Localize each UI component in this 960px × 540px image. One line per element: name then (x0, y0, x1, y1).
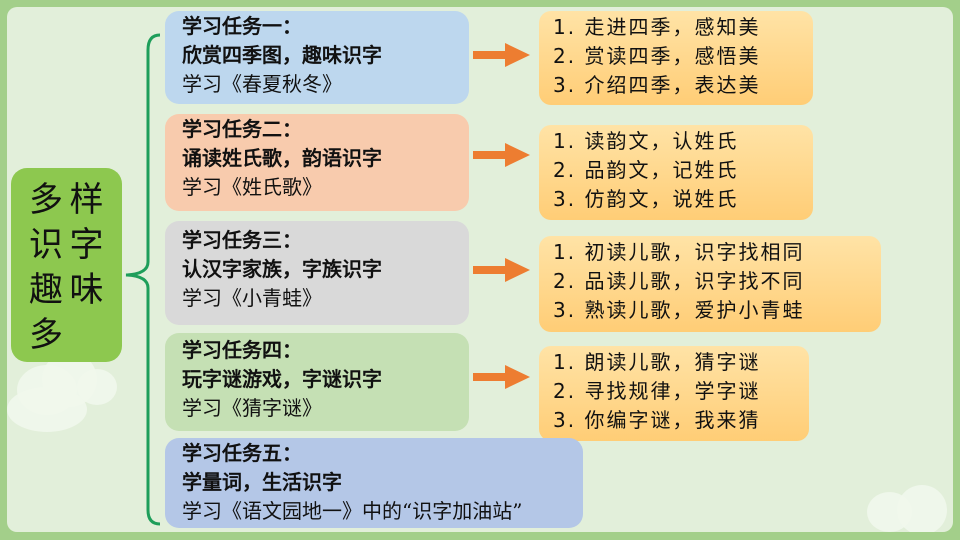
task-steps-2: 1. 读韵文，认姓氏 2. 品韵文，记姓氏 3. 仿韵文，说姓氏 (539, 125, 813, 220)
step-item: 3. 介绍四季，表达美 (553, 73, 761, 97)
task-steps-3: 1. 初读儿歌，识字找相同 2. 品读儿歌，识字找不同 3. 熟读儿歌，爱护小青… (539, 236, 881, 332)
step-item: 3. 熟读儿歌，爱护小青蛙 (553, 298, 805, 322)
step-item: 3. 你编字谜，我来猜 (553, 408, 761, 432)
task-subtitle: 玩字谜游戏，字谜识字 (182, 367, 382, 391)
step-item: 1. 朗读儿歌，猜字谜 (553, 350, 761, 374)
root-topic-box: 多 样 识 字 趣 味 多 (11, 168, 122, 362)
task-subtitle: 学量词，生活识字 (182, 470, 342, 494)
root-char: 味 (69, 270, 104, 310)
step-item: 2. 品读儿歌，识字找不同 (553, 269, 805, 293)
root-char: 识 (29, 225, 63, 265)
step-item: 2. 寻找规律，学字谜 (553, 379, 761, 403)
step-item: 1. 走进四季，感知美 (553, 15, 761, 39)
task-heading: 学习任务五： (182, 441, 302, 465)
task-card-3: 学习任务三： 认汉字家族，字族识字 学习《小青蛙》 (165, 221, 469, 325)
task-subtitle: 欣赏四季图，趣味识字 (182, 43, 382, 67)
step-item: 2. 品韵文，记姓氏 (553, 158, 739, 182)
task-heading: 学习任务三： (182, 228, 302, 252)
arrow-right-icon (473, 43, 530, 67)
task-heading: 学习任务四： (182, 338, 302, 362)
task-subtitle: 认汉字家族，字族识字 (182, 257, 382, 281)
step-item: 3. 仿韵文，说姓氏 (553, 187, 739, 211)
root-char: 趣 (29, 270, 63, 310)
task-steps-4: 1. 朗读儿歌，猜字谜 2. 寻找规律，学字谜 3. 你编字谜，我来猜 (539, 346, 809, 441)
task-card-2: 学习任务二： 诵读姓氏歌，韵语识字 学习《姓氏歌》 (165, 114, 469, 211)
root-char: 多 (29, 315, 63, 355)
task-card-1: 学习任务一： 欣赏四季图，趣味识字 学习《春夏秋冬》 (165, 11, 469, 104)
task-lesson: 学习《语文园地一》中的“识字加油站” (182, 499, 523, 523)
task-lesson: 学习《姓氏歌》 (182, 175, 322, 199)
root-char: 字 (69, 225, 104, 265)
task-lesson: 学习《小青蛙》 (182, 286, 322, 310)
task-card-4: 学习任务四： 玩字谜游戏，字谜识字 学习《猜字谜》 (165, 333, 469, 431)
task-subtitle: 诵读姓氏歌，韵语识字 (182, 146, 382, 170)
step-item: 1. 初读儿歌，识字找相同 (553, 240, 805, 264)
step-item: 1. 读韵文，认姓氏 (553, 129, 739, 153)
arrow-right-icon (473, 258, 530, 282)
task-heading: 学习任务二： (182, 117, 302, 141)
arrow-right-icon (473, 365, 530, 389)
cloud-decoration (7, 387, 87, 432)
task-lesson: 学习《春夏秋冬》 (182, 72, 342, 96)
task-lesson: 学习《猜字谜》 (182, 396, 322, 420)
root-char: 样 (69, 180, 104, 220)
root-char: 多 (29, 180, 63, 220)
step-item: 2. 赏读四季，感悟美 (553, 44, 761, 68)
cloud-decoration (897, 485, 947, 532)
arrow-right-icon (473, 143, 530, 167)
cloud-decoration (77, 369, 117, 405)
task-card-5: 学习任务五： 学量词，生活识字 学习《语文园地一》中的“识字加油站” (165, 438, 583, 528)
task-steps-1: 1. 走进四季，感知美 2. 赏读四季，感悟美 3. 介绍四季，表达美 (539, 11, 813, 105)
task-heading: 学习任务一： (182, 14, 302, 38)
